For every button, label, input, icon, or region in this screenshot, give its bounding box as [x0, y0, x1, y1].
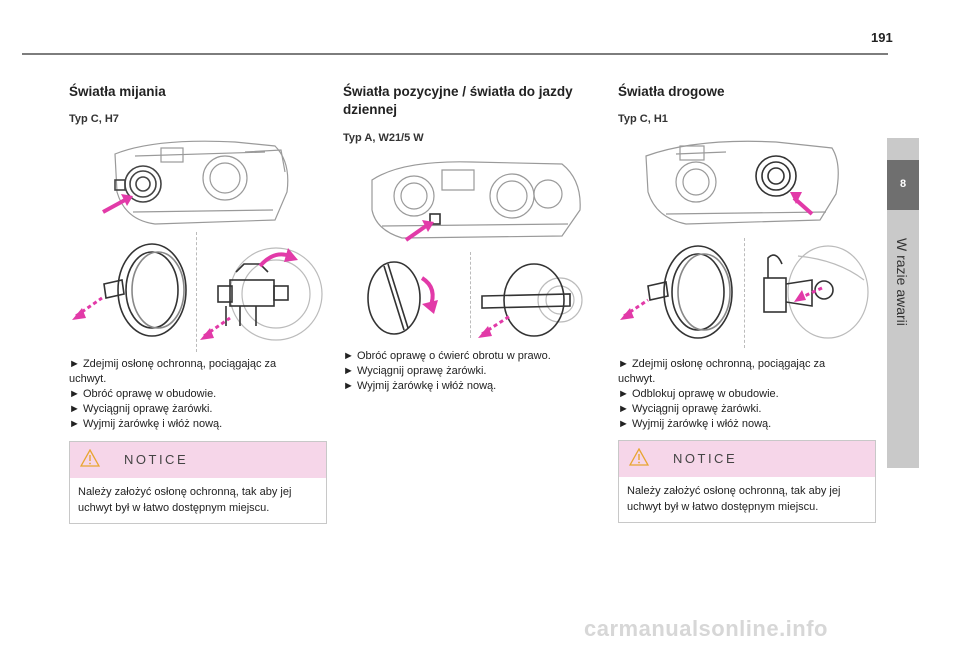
holder-removal-illustration	[478, 263, 583, 338]
notice-header: NOTICE	[70, 442, 326, 478]
pointer-arrow-icon	[790, 192, 814, 216]
headlamp-illustration-position-lights	[371, 161, 581, 242]
rotate-holder-illustration	[367, 261, 438, 335]
step-line: ► Wyciągnij oprawę żarówki.	[343, 365, 487, 377]
warning-triangle-icon	[80, 449, 100, 467]
section-title-high-beam: Światła drogowe	[618, 84, 725, 99]
header-rule	[22, 53, 888, 55]
high-beam-section: Światła drogowe Typ C, H1	[618, 83, 880, 125]
pull-arrow-icon	[200, 316, 231, 340]
bulb-holder-illustration-high-beam	[763, 245, 869, 339]
chapter-side-tab[interactable]: 8 W razie awarii	[887, 138, 919, 468]
headlamp-illustration-low-beam	[102, 140, 289, 225]
notice-header: NOTICE	[619, 441, 875, 477]
notice-box-low-beam: NOTICE Należy założyć osłonę ochronną, t…	[69, 441, 327, 524]
notice-text: Należy założyć osłonę ochronną, tak aby …	[70, 478, 326, 523]
step-line: ► Zdejmij osłonę ochronną, pociągając za	[618, 358, 826, 370]
notice-text: Należy założyć osłonę ochronną, tak aby …	[619, 477, 875, 522]
notice-box-high-beam: NOTICE Należy założyć osłonę ochronną, t…	[618, 440, 876, 523]
pull-arrow-icon	[72, 296, 103, 320]
notice-line: Należy założyć osłonę ochronną, tak aby …	[627, 485, 841, 497]
illustration-divider	[196, 232, 197, 352]
section-title-low-beam: Światła mijania	[69, 84, 166, 99]
steps-low-beam: ► Zdejmij osłonę ochronną, pociągając za…	[69, 357, 331, 432]
notice-title: NOTICE	[673, 451, 738, 466]
cover-removal-illustration-high-beam	[620, 245, 733, 339]
pointer-arrow-icon	[404, 220, 434, 242]
step-line: uchwyt.	[618, 373, 656, 385]
headlamp-illustration-high-beam	[645, 140, 839, 225]
bulb-holder-illustration-low-beam	[200, 247, 323, 341]
step-line: ► Wyjmij żarówkę i włóż nową.	[343, 380, 497, 392]
illustration-divider	[744, 238, 745, 348]
rotate-arrow-icon	[258, 248, 298, 268]
step-line: ► Wyciągnij oprawę żarówki.	[618, 403, 762, 415]
bulb-type-high-beam: Typ C, H1	[618, 113, 668, 125]
bulb-type-low-beam: Typ C, H7	[69, 113, 119, 125]
illustration-divider	[470, 252, 471, 338]
notice-line: Należy założyć osłonę ochronną, tak aby …	[78, 486, 292, 498]
section-title-position-lights: Światła pozycyjne / światła do jazdy dzi…	[343, 83, 605, 119]
section-title-line: Światła pozycyjne / światła do jazdy	[343, 84, 573, 99]
chapter-number: 8	[899, 178, 907, 190]
page-number: 191	[871, 30, 893, 45]
step-line: ► Obróć oprawę o ćwierć obrotu w prawo.	[343, 350, 551, 362]
step-line: ► Odblokuj oprawę w obudowie.	[618, 388, 779, 400]
notice-line: uchwyt był w łatwo dostępnym miejscu.	[78, 502, 270, 514]
notice-line: uchwyt był w łatwo dostępnym miejscu.	[627, 501, 819, 513]
chapter-label-box: W razie awarii	[887, 238, 919, 458]
bulb-type-position-lights: Typ A, W21/5 W	[343, 132, 424, 144]
pull-arrow-icon	[620, 298, 649, 320]
step-line: uchwyt.	[69, 373, 107, 385]
chapter-label: W razie awarii	[894, 238, 910, 326]
step-line: ► Obróć oprawę w obudowie.	[69, 388, 217, 400]
position-lights-section: Światła pozycyjne / światła do jazdy dzi…	[343, 83, 605, 144]
rotate-arrow-icon	[420, 276, 438, 314]
steps-position-lights: ► Obróć oprawę o ćwierć obrotu w prawo. …	[343, 349, 605, 394]
step-line: ► Zdejmij osłonę ochronną, pociągając za	[69, 358, 277, 370]
step-line: ► Wyjmij żarówkę i włóż nową.	[618, 418, 772, 430]
low-beam-section: Światła mijania Typ C, H7	[69, 83, 331, 125]
pointer-arrow-icon	[102, 194, 133, 214]
step-line: ► Wyciągnij oprawę żarówki.	[69, 403, 213, 415]
warning-triangle-icon	[629, 448, 649, 466]
pull-arrow-icon	[478, 314, 511, 338]
watermark-link[interactable]: carmanualsonline.info	[584, 616, 828, 641]
step-line: ► Wyjmij żarówkę i włóż nową.	[69, 418, 223, 430]
section-title-line: dziennej	[343, 102, 398, 117]
steps-high-beam: ► Zdejmij osłonę ochronną, pociągając za…	[618, 357, 880, 432]
pull-arrow-icon	[794, 286, 823, 302]
chapter-number-box: 8	[887, 160, 919, 210]
cover-removal-illustration-low-beam	[72, 243, 187, 337]
notice-title: NOTICE	[124, 452, 189, 467]
